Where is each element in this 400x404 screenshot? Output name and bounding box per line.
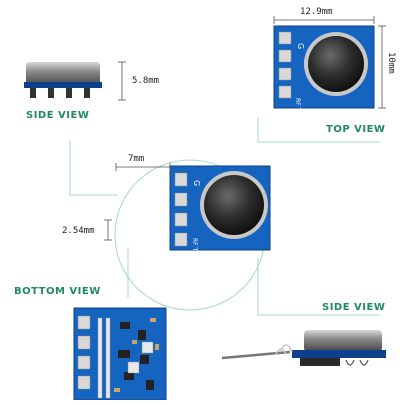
side-view-bottom-label: SIDE VIEW bbox=[322, 302, 386, 313]
side-view-top-label: SIDE VIEW bbox=[26, 110, 90, 121]
pin-pitch-dimension-label: 2.54mm bbox=[62, 226, 95, 236]
length-dimension-label: 10mm bbox=[386, 52, 396, 74]
pin-length-dimension-label: 7mm bbox=[128, 154, 145, 164]
width-dimension bbox=[273, 16, 375, 24]
pin-length-dimension bbox=[115, 163, 171, 171]
top-view-module: G RF Tx bbox=[222, 25, 375, 115]
length-dimension bbox=[378, 25, 386, 109]
bottom-view-module bbox=[12, 307, 167, 401]
center-module: G RF Tx bbox=[116, 165, 271, 255]
top-view-label: TOP VIEW bbox=[326, 124, 386, 135]
pin-pitch-dimension bbox=[104, 219, 112, 241]
svg-text:G: G bbox=[296, 43, 305, 49]
bottom-view-label: BOTTOM VIEW bbox=[14, 286, 101, 297]
height-dimension-label: 5.8mm bbox=[132, 76, 160, 86]
height-dimension bbox=[118, 61, 126, 101]
side-view-bottom-module bbox=[221, 330, 386, 366]
side-view-top-module bbox=[24, 62, 102, 98]
center-pcb-text: RF Tx bbox=[191, 238, 198, 255]
width-dimension-label: 12.9mm bbox=[300, 7, 333, 17]
svg-text:G: G bbox=[192, 180, 201, 186]
top-pcb-text: RF Tx bbox=[294, 98, 301, 115]
